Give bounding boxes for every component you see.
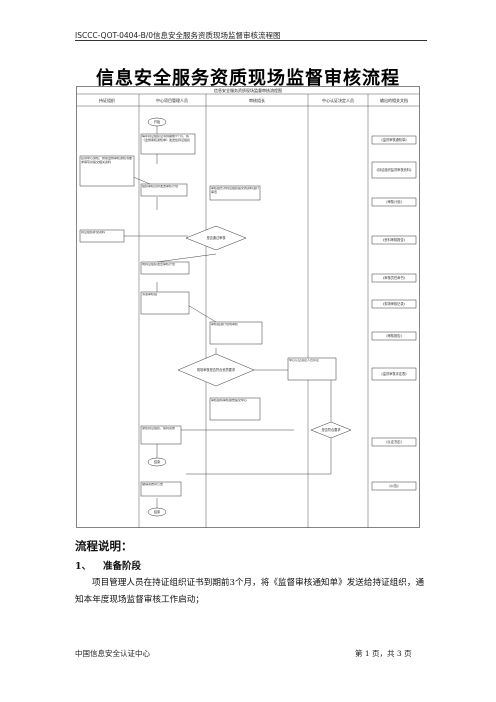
- output-docs: 《监督审核通知单》 《持证组织监督审核资料》 《审核计划》 《资料审核报告》 《…: [371, 135, 417, 491]
- decision-meets-requirements: [310, 421, 352, 439]
- doc-evaluation-label: 《监督审核评定表》: [380, 371, 409, 376]
- end-terminator-2: [147, 507, 167, 517]
- node-send-notice: [140, 133, 196, 155]
- node-submit-report-label: 审核组将审核报告提交中心: [211, 399, 248, 402]
- doc-plan-label: 《审核计划》: [384, 199, 403, 204]
- node-lead-review-label: 审核组长对持证组织提交的资料进行审查: [211, 187, 260, 194]
- doc-appointment: [371, 273, 417, 283]
- node-submit-materials: [79, 155, 135, 187]
- doc-decision: [371, 437, 417, 447]
- doc-appointment-label: 《审核员任命书》: [381, 275, 407, 280]
- doc-material-report-label: 《资料审核报告》: [381, 237, 407, 242]
- footer-org: 中国信息安全认证中心: [75, 649, 150, 658]
- end-terminator-1: [147, 457, 167, 467]
- flowchart: 信息安全服务资质现场监督审核流程图 持证组织 中心项目管理人员 审核组长 中心认…: [76, 86, 420, 528]
- subsection-title: 准备阶段: [103, 561, 142, 572]
- flowchart-caption: 信息安全服务资质现场监督审核流程图: [214, 87, 282, 93]
- end-label-1: 结束: [154, 459, 161, 464]
- node-assign-auditors-label: 组织审核员并发送审核计划: [142, 185, 179, 188]
- section-heading: 流程说明：: [75, 539, 133, 553]
- node-supplement: [79, 229, 125, 243]
- start-terminator: [147, 117, 167, 127]
- doc-plan: [371, 197, 417, 207]
- doc-material-report: [371, 235, 417, 245]
- doc-materials: [371, 161, 417, 179]
- doc-notice-label: 《监督审核通知单》: [380, 137, 409, 142]
- start-label: 开始: [154, 119, 161, 124]
- node-submit-materials-label: 接到中心通知，按照监督审核通知书要求填写并提交相关资料: [81, 157, 133, 164]
- node-dispatch-team: [140, 291, 190, 315]
- flowchart-svg: 信息安全服务资质现场监督审核流程图 持证组织 中心项目管理人员 审核组长 中心认…: [76, 86, 420, 528]
- doc-decision-label: 《认证决定》: [384, 439, 403, 444]
- doc-audit-report: [371, 331, 417, 341]
- decision-onsite-compliant-label: 现场审核是否符合资质要求: [197, 367, 236, 372]
- node-send-notice-label: 每年持证组织证书到期前3个月，将《监督审核通知单》发送给持证组织: [142, 135, 191, 142]
- subsection-number: 1、: [75, 561, 92, 572]
- decision-review-passed-label: 是否通过审核: [206, 235, 226, 240]
- header-rule: [75, 40, 427, 41]
- doc-materials-label: 《持证组织监督审核资料》: [375, 167, 413, 172]
- lane-header-org: 持证组织: [99, 97, 115, 103]
- doc-onsite-record-label: 《现场审核记录》: [381, 301, 407, 306]
- lane-header-docs: 输出的相关文档: [380, 97, 408, 103]
- node-decision-review: [287, 357, 337, 381]
- node-supplement-label: 持证组织补充资料: [81, 231, 106, 234]
- node-issue-plan: [140, 261, 190, 275]
- lane-header-decision: 中心认证决定人员: [322, 97, 354, 103]
- node-revoke-label: 撤销资质并公告: [142, 483, 164, 486]
- footer-page-number: 第 1 页，共 3 页: [355, 649, 412, 658]
- node-decision-review-label: 中心认证决定人员评定: [289, 359, 320, 362]
- body-paragraph: 项目管理人员在持证组织证书到期前3个月，将《监督审核通知单》发送给持证组织，通知…: [75, 578, 425, 605]
- doc-announcement-label: 《公告》: [388, 483, 401, 488]
- node-maintain-qualification: [140, 425, 182, 445]
- decision-meets-requirements-label: 是否符合要求: [321, 427, 341, 432]
- lane-header-pm: 中心项目管理人员: [156, 97, 188, 103]
- lane-header-lead: 审核组长: [249, 97, 265, 103]
- node-submit-report: [209, 397, 261, 421]
- decision-onsite-compliant: [177, 353, 255, 387]
- doc-evaluation: [371, 367, 417, 381]
- node-maintain-qualification-label: 通知持证组织，保持资质: [142, 427, 176, 430]
- node-lead-review: [209, 185, 261, 201]
- node-onsite-audit-label: 审核组进行现场审核: [211, 323, 239, 326]
- running-header: ISCCC-QOT-0404-B/0信息安全服务资质现场监督审核流程图: [75, 31, 281, 40]
- node-onsite-audit: [209, 321, 263, 345]
- node-revoke: [140, 481, 182, 497]
- document-title: 信息安全服务资质现场监督审核流程: [96, 68, 400, 89]
- node-assign-auditors: [140, 183, 188, 197]
- doc-audit-report-label: 《审核报告》: [384, 333, 403, 338]
- decision-review-passed: [185, 225, 247, 251]
- doc-onsite-record: [371, 299, 417, 309]
- doc-notice: [371, 135, 417, 145]
- node-issue-plan-label: 向持证组织发出审核计划: [142, 263, 176, 266]
- subsection-heading: 1、准备阶段: [75, 558, 141, 572]
- node-dispatch-team-label: 派遣审核组: [142, 293, 158, 296]
- end-label-2: 结束: [154, 509, 161, 514]
- doc-announcement: [371, 481, 417, 491]
